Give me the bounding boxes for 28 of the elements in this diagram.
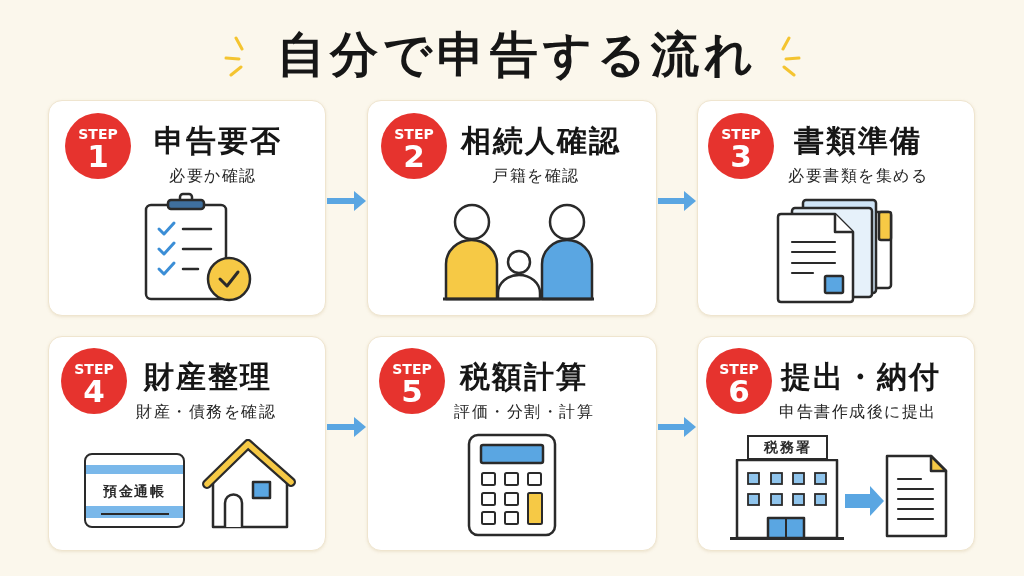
arrow xyxy=(327,191,366,211)
arrow xyxy=(658,417,696,437)
document-icon xyxy=(885,454,948,538)
step-subtitle: 戸籍を確認 xyxy=(492,166,580,186)
step-title: 税額計算 xyxy=(460,359,588,395)
arrow xyxy=(327,417,366,437)
arrow xyxy=(845,486,884,516)
step-subtitle: 評価・分割・計算 xyxy=(454,402,594,422)
step-card xyxy=(48,100,326,316)
step-title: 書類準備 xyxy=(794,123,922,159)
step-card xyxy=(367,336,657,551)
step-subtitle: 申告書作成後に提出 xyxy=(779,402,937,422)
step-card xyxy=(697,100,975,316)
arrow xyxy=(658,191,696,211)
step-card xyxy=(367,100,657,316)
step-title: 申告要否 xyxy=(154,123,282,159)
step-card xyxy=(48,336,326,551)
passbook-label: 預金通帳 xyxy=(103,482,165,500)
sign-board: 税務署 xyxy=(747,435,828,460)
title: 自分で申告する流れ xyxy=(276,26,758,84)
step-title: 財産整理 xyxy=(144,359,272,395)
step-card xyxy=(697,336,975,551)
passbook xyxy=(84,453,185,528)
step-subtitle: 必要か確認 xyxy=(169,166,257,186)
step-title: 提出・納付 xyxy=(781,359,941,395)
step-subtitle: 財産・債務を確認 xyxy=(136,402,276,422)
step-title: 相続人確認 xyxy=(461,123,621,159)
step-subtitle: 必要書類を集める xyxy=(788,166,928,186)
